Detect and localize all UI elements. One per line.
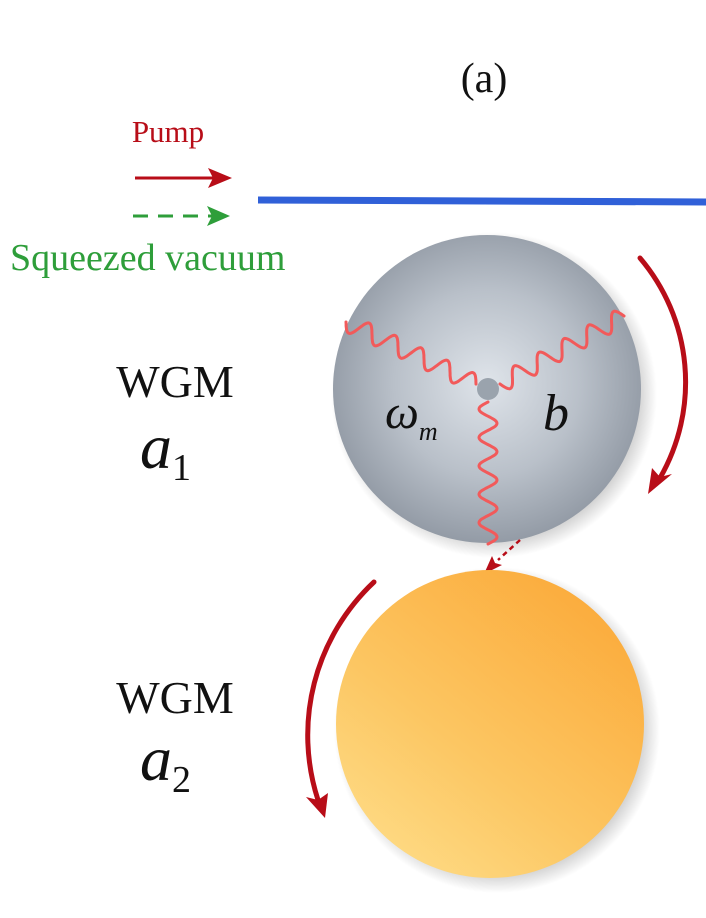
legend-squeezed-arrow (133, 206, 230, 226)
resonator-2 (336, 570, 644, 878)
rotation-arrow-2 (305, 579, 377, 818)
panel-label: (a) (461, 56, 508, 102)
omega-subscript: m (419, 417, 438, 446)
resonator-1-mode: a1 (140, 411, 191, 489)
rotation-arrow-1 (637, 255, 689, 494)
resonator-2-label: WGM (116, 672, 234, 723)
phonon-wave-down (477, 400, 499, 546)
mode-a1-symbol: a (140, 411, 172, 482)
mode-a2-subscript: 2 (172, 759, 191, 801)
mode-a2-symbol: a (140, 723, 172, 794)
omega-symbol: ω (385, 386, 419, 439)
waveguide (257, 196, 706, 206)
phonon-wave-left (344, 320, 478, 386)
resonator-1-label: WGM (116, 356, 234, 407)
legend-pump-arrow (135, 168, 232, 188)
phonon-wave-right (498, 309, 626, 391)
mechanical-mode-dot (477, 378, 499, 400)
mechanical-frequency-label: ωm (385, 386, 438, 446)
legend-squeezed-label: Squeezed vacuum (10, 237, 285, 279)
mode-a1-subscript: 1 (172, 447, 191, 489)
mechanical-mode-label: b (543, 385, 569, 442)
resonator-2-mode: a2 (140, 723, 191, 801)
legend-pump-label: Pump (132, 114, 204, 149)
